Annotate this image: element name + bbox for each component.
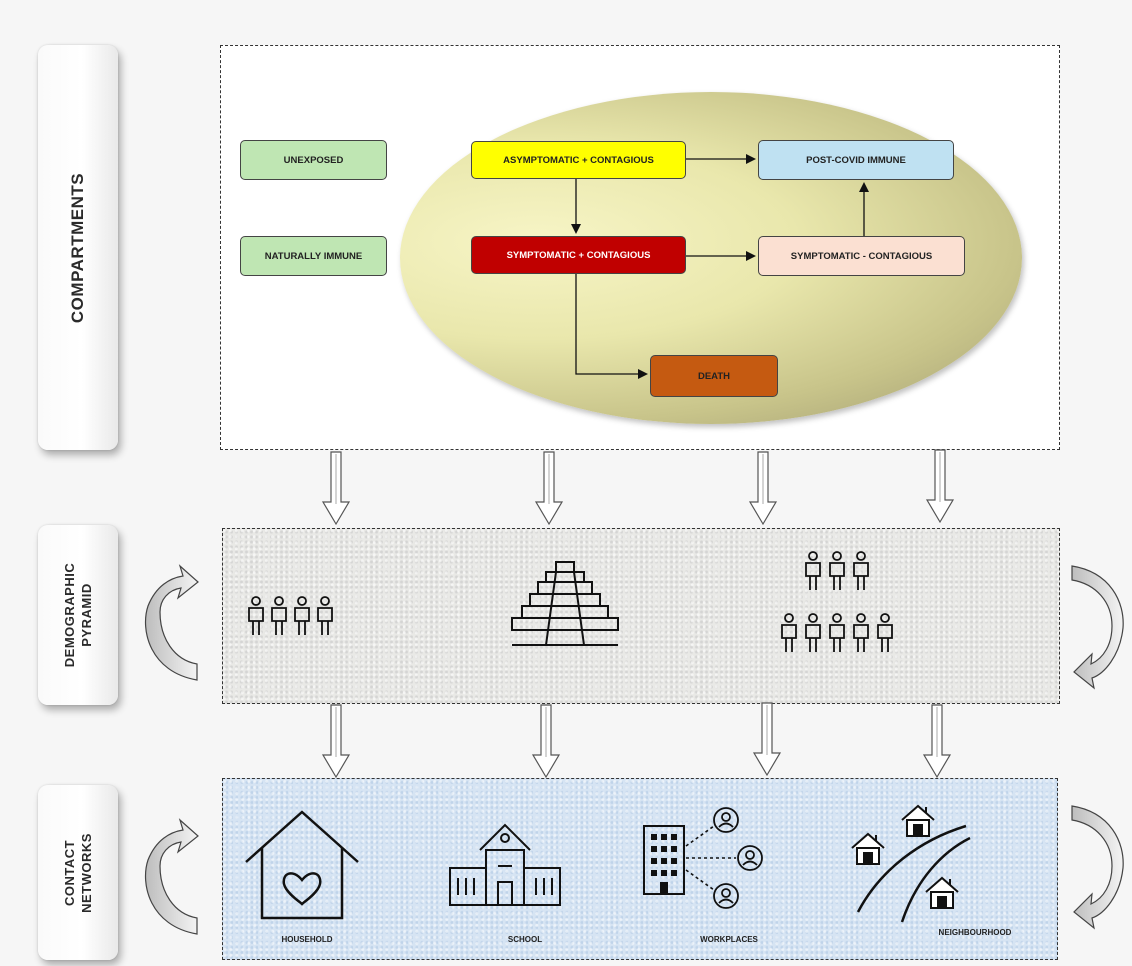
- cycle-arrow-left-icon: [144, 818, 199, 935]
- neighbourhood-caption: NEIGHBOURHOOD: [938, 928, 1012, 937]
- household-caption: HOUSEHOLD: [281, 935, 333, 944]
- post-covid-immune-box: POST-COVID IMMUNE: [758, 140, 954, 180]
- cycle-arrow-left-icon: [144, 564, 199, 681]
- demographic-pyramid-panel: [222, 528, 1060, 704]
- house-heart-icon: [245, 810, 359, 920]
- down-arrow: [322, 704, 350, 778]
- cycle-arrow-right-icon: [1071, 565, 1124, 690]
- death-box: DEATH: [650, 355, 778, 397]
- compartments-tab: COMPARTMENTS: [38, 45, 118, 450]
- symptomatic-contagious-box: SYMPTOMATIC + CONTAGIOUS: [471, 236, 686, 274]
- pyramid-icon: [511, 561, 619, 646]
- symptomatic-noncontagious-box: SYMPTOMATIC - CONTAGIOUS: [758, 236, 965, 276]
- down-arrow: [749, 451, 777, 525]
- unexposed-box: UNEXPOSED: [240, 140, 387, 180]
- down-arrow: [923, 704, 951, 778]
- down-arrow: [535, 451, 563, 525]
- cycle-arrow-right-icon: [1071, 805, 1124, 930]
- down-arrow: [322, 451, 350, 525]
- family-icon: [248, 596, 333, 636]
- down-arrow: [753, 702, 781, 776]
- population-icon: [781, 551, 893, 653]
- down-arrow: [532, 704, 560, 778]
- demographic-pyramid-tab: DEMOGRAPHIC PYRAMID: [38, 525, 118, 705]
- asymptomatic-contagious-box: ASYMPTOMATIC + CONTAGIOUS: [471, 141, 686, 179]
- school-icon: [449, 823, 561, 906]
- office-network-icon: [643, 807, 763, 909]
- workplaces-caption: WORKPLACES: [700, 935, 758, 944]
- arrow-sym-to-death: [575, 274, 648, 379]
- naturally-immune-box: NATURALLY IMMUNE: [240, 236, 387, 276]
- down-arrow: [926, 449, 954, 523]
- school-caption: SCHOOL: [507, 935, 543, 944]
- neighbourhood-icon: [851, 805, 971, 923]
- contact-networks-tab: CONTACT NETWORKS: [38, 785, 118, 960]
